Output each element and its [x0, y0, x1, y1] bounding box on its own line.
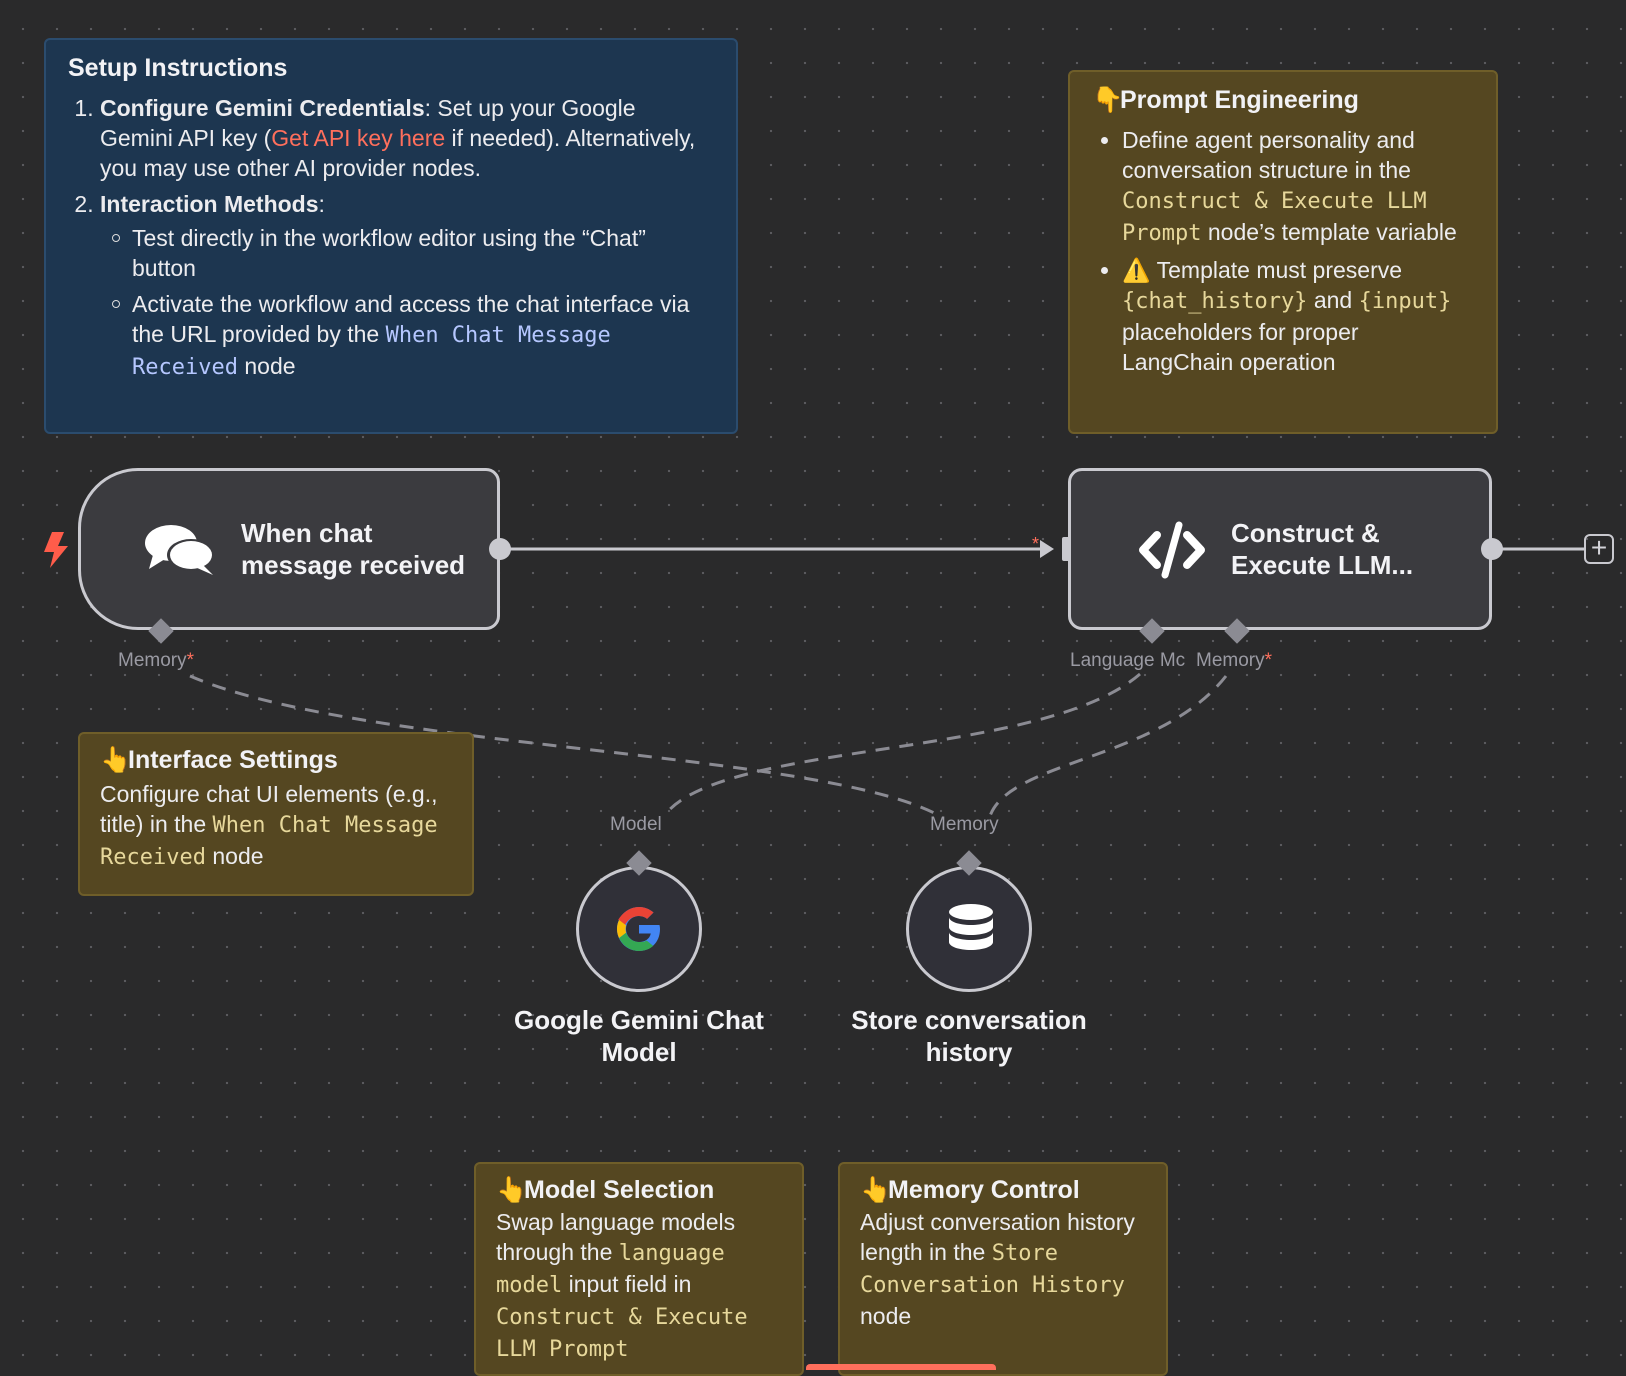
pe-bullet-1: Define agent personality and conversatio…	[1122, 125, 1474, 249]
memory-port-label: Memory	[930, 814, 999, 835]
method-1: Test directly in the workflow editor usi…	[112, 223, 714, 283]
pe-bullet-2: ⚠️ Template must preserve {chat_history}…	[1122, 255, 1474, 377]
interface-settings-title: Interface Settings	[128, 746, 338, 774]
gemini-model-port-label: Model	[610, 814, 662, 835]
prompt-engineering-list: Define agent personality and conversatio…	[1092, 125, 1474, 377]
llm-language-model-port-label: Language Mc	[1070, 650, 1186, 671]
memory-node-label: Store conversation history	[851, 1005, 1087, 1067]
warning-icon: ⚠️	[1122, 257, 1151, 283]
setup-step-2: Interaction Methods: Test directly in th…	[100, 189, 714, 383]
prompt-engineering-note[interactable]: 👇Prompt Engineering Define agent persona…	[1068, 70, 1498, 434]
gemini-node-label: Google Gemini Chat Model	[514, 1005, 764, 1067]
setup-steps: Configure Gemini Credentials: Set up you…	[68, 93, 714, 383]
database-icon	[949, 904, 993, 950]
chat-bubbles-icon	[145, 525, 215, 575]
llm-memory-port-label: Memory*	[1196, 650, 1273, 671]
llm-node-title: Construct & Execute LLM...	[1231, 518, 1414, 580]
construct-execute-llm-node[interactable]: Construct & Execute LLM...	[1068, 468, 1492, 630]
trigger-output-handle[interactable]	[489, 538, 511, 560]
interaction-methods-list: Test directly in the workflow editor usi…	[100, 223, 714, 383]
interface-settings-note[interactable]: 👆Interface Settings Configure chat UI el…	[78, 732, 474, 896]
prompt-engineering-title: Prompt Engineering	[1120, 86, 1359, 114]
add-node-button[interactable]: +	[1584, 534, 1614, 564]
pointing-up-icon: 👆	[860, 1176, 892, 1204]
dashed-connection-memory-llm[interactable]	[988, 675, 1228, 817]
code-brackets-icon	[1139, 521, 1205, 579]
memory-control-title: Memory Control	[888, 1176, 1080, 1204]
pointing-down-icon: 👇	[1092, 86, 1124, 114]
llm-output-handle[interactable]	[1481, 538, 1503, 560]
trigger-memory-port-label: Memory*	[118, 650, 195, 671]
when-chat-message-received-node[interactable]: When chat message received	[78, 468, 500, 630]
model-selection-title: Model Selection	[524, 1176, 715, 1204]
dashed-connection-model-llm[interactable]	[662, 672, 1141, 817]
setup-title: Setup Instructions	[68, 54, 288, 82]
memory-control-note[interactable]: 👆Memory Control Adjust conversation hist…	[838, 1162, 1168, 1376]
api-key-link[interactable]: Get API key here	[271, 125, 446, 151]
pointing-up-icon: 👆	[496, 1176, 528, 1204]
llm-input-required-marker: *	[1032, 534, 1040, 554]
trigger-bolt-icon	[44, 532, 68, 568]
google-g-icon	[617, 907, 660, 951]
setup-instructions-note[interactable]: Setup Instructions Configure Gemini Cred…	[44, 38, 738, 434]
setup-step-1: Configure Gemini Credentials: Set up you…	[100, 93, 714, 183]
store-conversation-history-node[interactable]	[906, 866, 1032, 992]
model-selection-note[interactable]: 👆Model Selection Swap language models th…	[474, 1162, 804, 1376]
llm-input-handle[interactable]	[1062, 537, 1072, 561]
method-2: Activate the workflow and access the cha…	[112, 289, 714, 383]
connection-arrow	[1040, 540, 1054, 558]
trigger-node-title: When chat message received	[241, 518, 466, 580]
google-gemini-chat-model-node[interactable]	[576, 866, 702, 992]
pointing-up-icon: 👆	[100, 746, 132, 774]
bottom-toolbar-edge[interactable]	[806, 1364, 996, 1370]
